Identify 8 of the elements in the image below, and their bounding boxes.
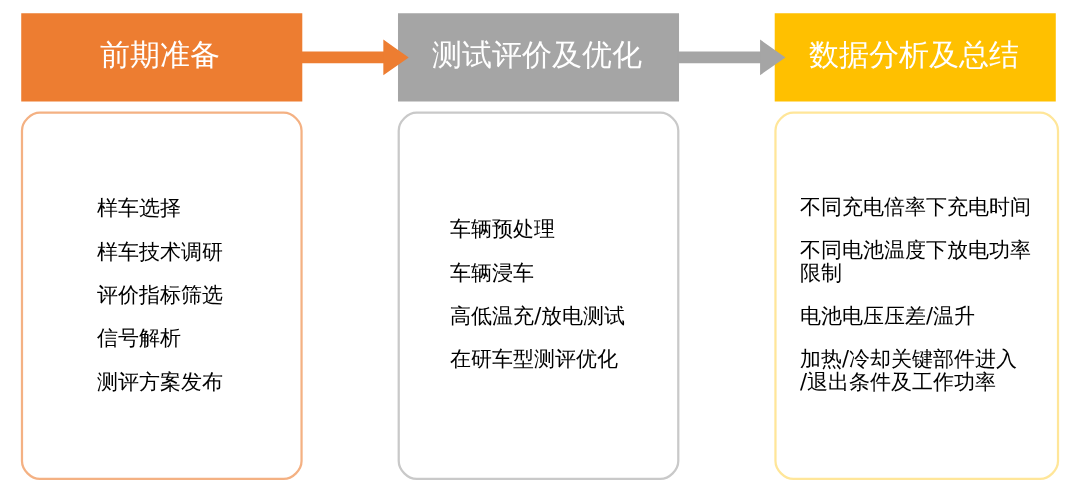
node-box: 测试评价及优化 xyxy=(397,13,680,102)
node-box: 数据分析及总结 xyxy=(774,13,1056,102)
node-box: 样车选择 样车技术调研 评价指标筛选 信号解析 测评方案发布 xyxy=(20,111,303,481)
arrow xyxy=(678,39,786,76)
node-box: 前期准备 xyxy=(21,13,303,102)
node-box: 车辆预处理 车辆浸车 高低温充/放电测试 在研车型测评优化 xyxy=(397,111,680,481)
node-box: 不同充电倍率下充电时间 不同电池温度下放电功率限制 电池电压压差/温升 加热/冷却关键部件进入/退出条件及工作功率 xyxy=(774,111,1060,481)
arrow xyxy=(301,39,409,76)
